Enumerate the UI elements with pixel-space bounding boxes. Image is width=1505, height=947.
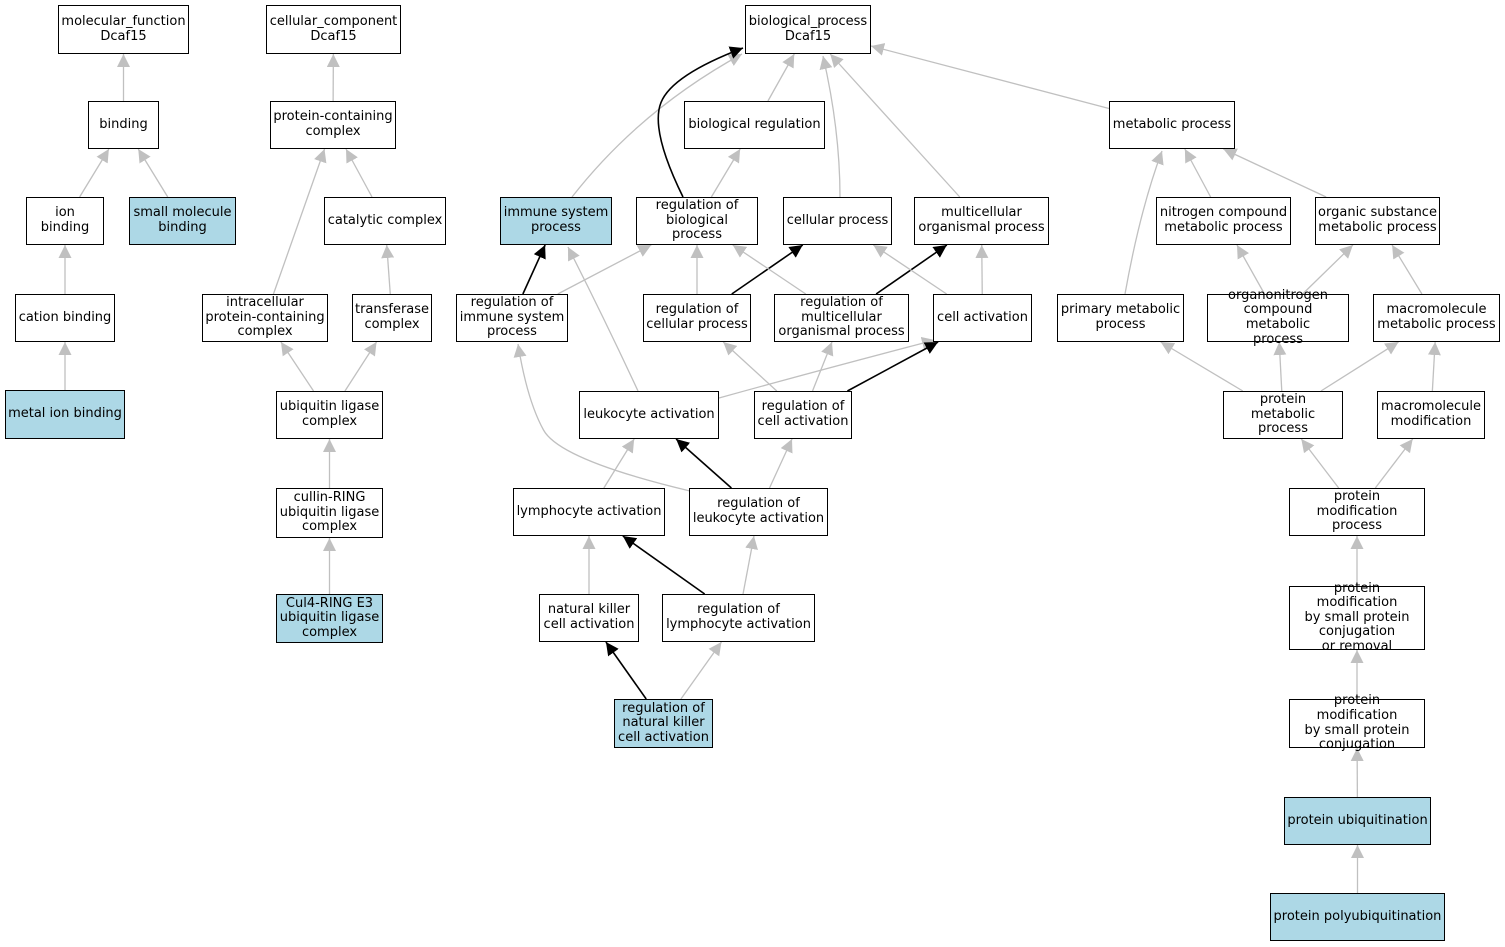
edge-macro-mod-to-macromol (1427, 341, 1441, 392)
edge-cell-act-to-multi (975, 244, 989, 295)
edge-ion-binding-to-binding (79, 148, 110, 198)
edge-bioreg-to-bp (767, 53, 795, 102)
go-term-reg-nk-act: regulation of natural killer cell activa… (614, 699, 713, 748)
go-term-reg-lymph-act: regulation of lymphocyte activation (662, 594, 815, 642)
edge-organic-to-metabolic (1223, 148, 1327, 198)
edge-reg-bp-to-bioreg (710, 148, 741, 198)
go-term-cul4: Cul4-RING E3 ubiquitin ligase complex (276, 594, 383, 643)
edge-reg-cell-act-to-reg-multi (811, 341, 834, 392)
edge-reg-nk-act-to-reg-lymph-act (680, 641, 722, 700)
edge-primary-to-metabolic (1124, 150, 1164, 295)
go-term-lymph-act: lymphocyte activation (513, 488, 665, 536)
edge-transferase-to-catalytic (381, 244, 395, 295)
go-term-macromol: macromolecule metabolic process (1373, 294, 1500, 342)
go-term-transferase: transferase complex (352, 294, 432, 342)
edge-reg-cell-act-to-reg-cellular (722, 341, 778, 392)
go-term-bioreg: biological regulation (684, 101, 825, 149)
go-term-cullin: cullin-RING ubiquitin ligase complex (276, 488, 383, 538)
edge-reg-bp-to-bp (657, 46, 744, 198)
edge-multi-to-bp (829, 53, 961, 198)
edge-cell-act-to-cellular (873, 244, 947, 295)
edge-reg-leuk-act-to-reg-immune (513, 343, 691, 492)
edge-reg-nk-act-to-nk-act (605, 641, 647, 700)
go-term-reg-immune: regulation of immune system process (456, 294, 568, 342)
go-term-cc: cellular_component Dcaf15 (266, 5, 401, 54)
go-term-pm-conj-rem: protein modification by small protein co… (1289, 581, 1425, 654)
go-term-nitrogen: nitrogen compound metabolic process (1156, 197, 1291, 245)
go-term-primary: primary metabolic process (1057, 294, 1184, 342)
edge-organonitrogen-to-nitrogen (1236, 244, 1266, 295)
edge-reg-cellular-to-cellular (731, 244, 804, 295)
go-term-reg-multi: regulation of multicellular organismal p… (774, 294, 909, 342)
edge-reg-leuk-act-to-reg-cell-act (768, 438, 793, 489)
edge-reg-immune-to-immune (522, 244, 546, 295)
edge-ubl-to-intra (280, 341, 315, 392)
edge-immune-to-bp (571, 53, 743, 198)
edge-reg-lymph-act-to-lymph-act (622, 535, 706, 595)
go-term-macro-mod: macromolecule modification (1377, 391, 1485, 439)
edge-leuk-act-to-cell-act (718, 336, 936, 399)
go-term-bp: biological_process Dcaf15 (745, 5, 871, 54)
go-term-protein-met: protein metabolic process (1223, 391, 1343, 439)
go-term-small-mol: small molecule binding (129, 197, 236, 245)
edge-leuk-act-to-immune (567, 246, 639, 392)
go-term-ubl: ubiquitin ligase complex (276, 391, 383, 439)
edge-protein-met-to-organonitrogen (1273, 341, 1287, 392)
edge-ubl-to-transferase (344, 341, 378, 392)
edge-catalytic-to-pcc (345, 148, 373, 198)
go-term-nk-act: natural killer cell activation (539, 594, 639, 642)
edge-small-mol-to-binding (137, 148, 169, 198)
edge-nitrogen-to-metabolic (1184, 148, 1212, 198)
go-term-metal: metal ion binding (5, 390, 125, 439)
edge-prot-mod-to-macro-mod (1374, 438, 1414, 489)
go-term-binding: binding (88, 101, 159, 149)
go-term-leuk-act: leukocyte activation (579, 391, 719, 439)
go-term-reg-cellular: regulation of cellular process (643, 294, 751, 342)
go-term-ion-binding: ion binding (26, 197, 104, 245)
edge-intra-to-pcc (272, 148, 327, 295)
go-term-intra: intracellular protein-containing complex (202, 294, 328, 342)
go-term-multi: multicellular organismal process (914, 197, 1049, 245)
go-term-mf: molecular_function Dcaf15 (58, 5, 189, 54)
go-term-cellular: cellular process (783, 197, 892, 245)
edge-protein-met-to-macromol (1320, 341, 1399, 392)
edge-reg-multi-to-multi (875, 244, 948, 295)
go-term-immune: immune system process (500, 197, 612, 245)
edge-reg-leuk-act-to-leuk-act (675, 438, 732, 489)
edge-reg-lymph-act-to-reg-leuk-act (742, 535, 758, 595)
go-term-organic: organic substance metabolic process (1315, 197, 1440, 245)
go-term-ubiq: protein ubiquitination (1284, 797, 1431, 845)
edge-reg-cell-act-to-cell-act (847, 341, 939, 392)
go-term-reg-leuk-act: regulation of leukocyte activation (689, 488, 828, 536)
edge-reg-multi-to-reg-bp (732, 244, 807, 295)
go-term-organonitrogen: organonitrogen compound metabolic proces… (1207, 288, 1349, 346)
go-term-reg-cell-act: regulation of cell activation (754, 391, 852, 439)
edge-metabolic-to-bp (870, 43, 1110, 110)
edge-macromol-to-organic (1391, 244, 1423, 295)
go-term-cell-act: cell activation (933, 294, 1032, 342)
go-term-catalytic: catalytic complex (324, 197, 446, 245)
go-term-polyubiq: protein polyubiquitination (1270, 893, 1445, 941)
edge-protein-met-to-primary (1160, 341, 1244, 392)
edge-reg-immune-to-reg-bp (557, 244, 652, 295)
edge-prot-mod-to-protein-met (1300, 438, 1340, 489)
go-term-cation: cation binding (15, 294, 115, 342)
go-term-prot-mod: protein modification process (1289, 488, 1425, 536)
go-term-metabolic: metabolic process (1109, 101, 1235, 149)
edge-lymph-act-to-leuk-act (603, 438, 635, 489)
edge-cellular-to-bp (819, 55, 841, 198)
go-term-pcc: protein-containing complex (270, 101, 396, 149)
go-term-reg-bp: regulation of biological process (636, 197, 758, 245)
edge-organonitrogen-to-organic (1302, 244, 1354, 295)
go-term-pm-conj: protein modification by small protein co… (1289, 694, 1425, 752)
